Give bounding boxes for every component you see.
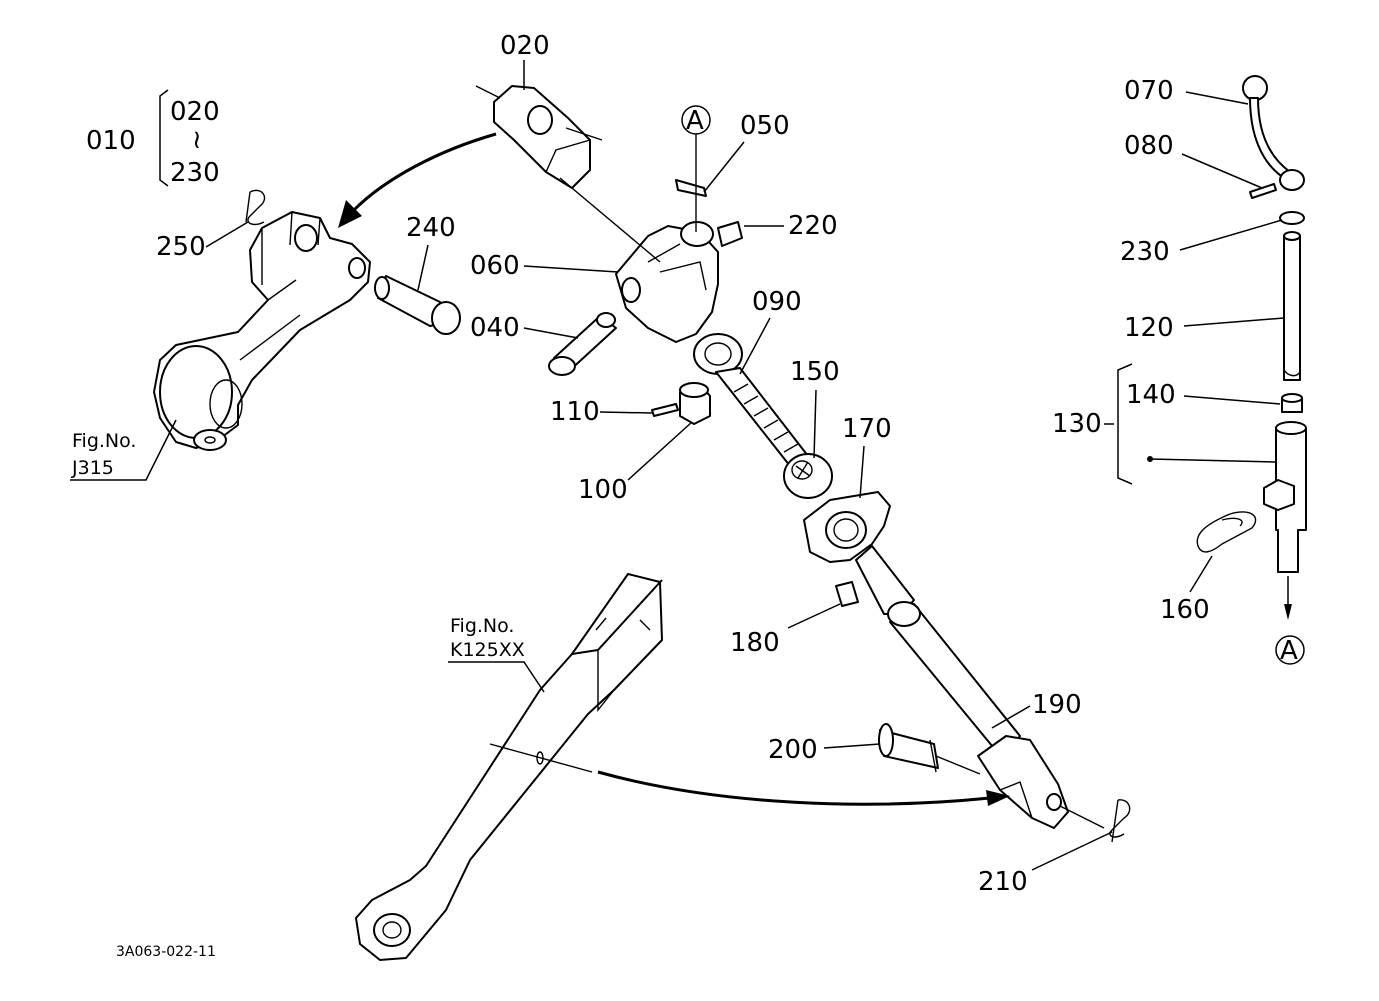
part-050-cotter: A 050 [675,105,790,232]
part-210-clip: 210 [978,799,1131,897]
label-060: 060 [470,251,520,281]
label-150: 150 [790,357,840,387]
label-040: 040 [470,313,520,343]
part-160-clip: 160 [1160,511,1257,625]
marker-a-top [681,105,711,135]
label-180: 180 [730,628,780,658]
part-170-housing: 170 [803,414,915,615]
guide-line-020-060 [559,177,661,263]
marker-a-bottom: A [1275,576,1305,666]
part-070-lever: 070 [1124,75,1305,191]
label-020: 020 [500,31,550,61]
part-250-clip: 250 [156,189,266,262]
figure-ref-caption: Fig.No. [72,430,136,452]
figure-ref-number: J315 [71,457,114,479]
part-230-oring: 230 [1120,211,1305,267]
label-210: 210 [978,867,1028,897]
figure-ref-caption: Fig.No. [450,615,514,637]
part-080-pin: 080 [1124,131,1277,199]
label-020-range: 020 [170,97,220,127]
part-150-ball: 150 [783,357,840,499]
label-160: 160 [1160,595,1210,625]
part-140-collar: 140 [1126,380,1303,413]
part-240-pin: 240 [374,213,461,335]
assembly-arrow-upper-head [338,200,362,228]
label-110: 110 [550,397,600,427]
label-marker-a-top: A [686,106,704,136]
label-range-tilde: ≀ [192,125,202,155]
label-200: 200 [768,735,818,765]
part-100-bushing: 100 [578,382,711,505]
part-090-screw: 090 [693,287,809,467]
lift-arm [153,211,371,451]
part-180-nipple: 180 [730,581,859,658]
lower-link [355,573,663,961]
label-250: 250 [156,232,206,262]
assembly-arrow-upper [350,132,497,214]
drawing-code: 3A063-022-11 [116,944,216,960]
part-120-shaft: 120 [1124,231,1301,381]
part-190-rod: 190 [887,601,1082,829]
part-020-clevis: 020 [475,31,603,189]
figure-ref-number: K125XX [450,639,525,661]
label-130: 130 [1052,409,1102,439]
label-070: 070 [1124,76,1174,106]
part-130-body: 130 [1052,363,1307,573]
part-200-pin: 200 [768,723,981,775]
part-110-pin: 110 [550,397,679,427]
label-240: 240 [406,213,456,243]
label-140: 140 [1126,380,1176,410]
range-bracket-010: 010 020 ≀ 230 [86,89,220,188]
assembly-arrow-lower-head [986,790,1010,806]
assembly-arrow-lower [597,770,991,806]
label-170: 170 [842,414,892,444]
part-040-pin: 040 [470,312,617,376]
label-050: 050 [740,111,790,141]
label-120: 120 [1124,313,1174,343]
label-090: 090 [752,287,802,317]
label-080: 080 [1124,131,1174,161]
label-230: 230 [1120,237,1170,267]
figure-ref-j315: Fig.No. J315 [70,419,177,481]
label-230-range: 230 [170,158,220,188]
label-220: 220 [788,211,838,241]
part-060-housing: 060 220 [470,211,838,343]
label-100: 100 [578,475,628,505]
label-010: 010 [86,126,136,156]
figure-ref-k125xx: Fig.No. K125XX [448,615,545,693]
label-190: 190 [1032,690,1082,720]
label-marker-a-bottom: A [1280,636,1298,666]
